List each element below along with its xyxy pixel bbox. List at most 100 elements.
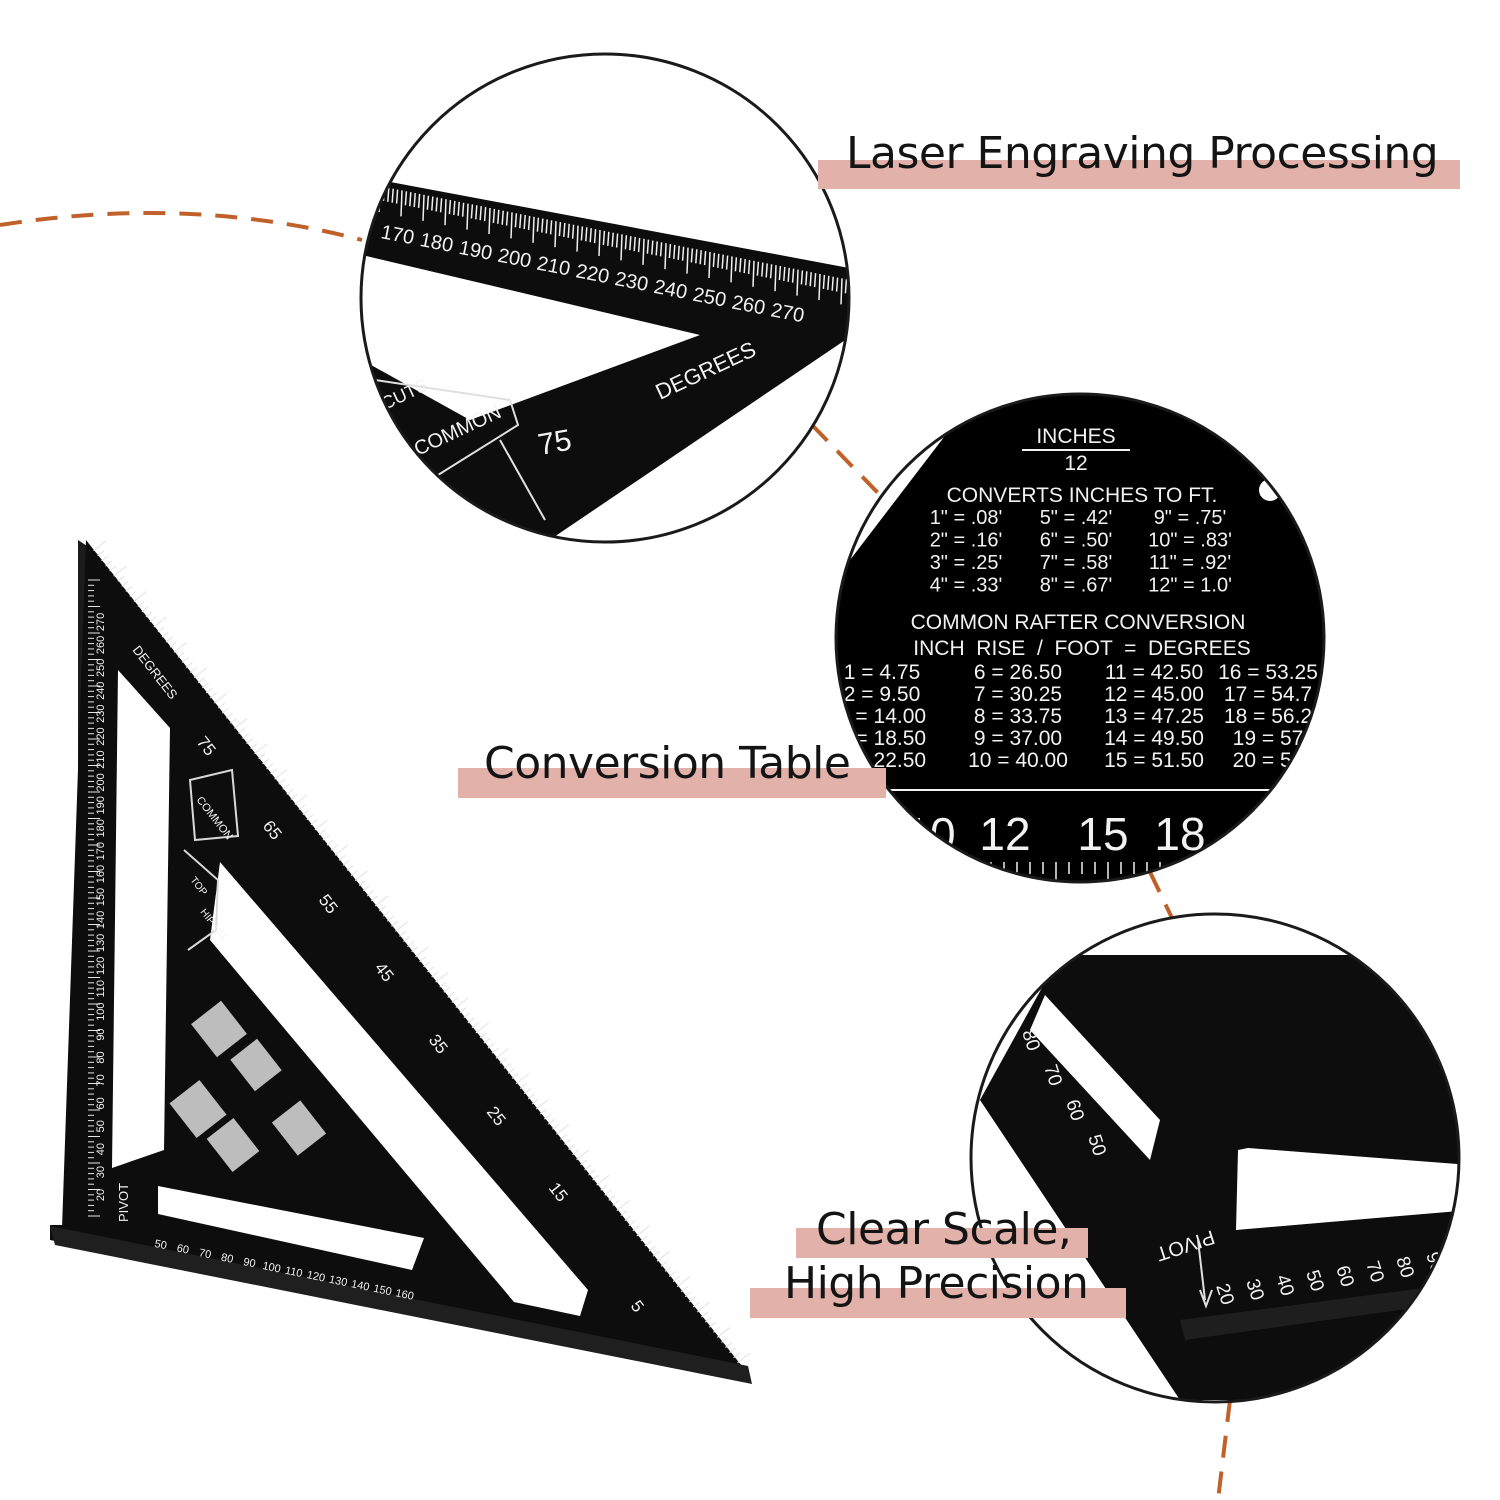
hypotenuse-tick: [523, 1088, 531, 1095]
hypotenuse-tick: [439, 981, 447, 988]
laser-tick: [523, 214, 526, 230]
hypotenuse-tick: [721, 1337, 729, 1343]
laser-tick: [730, 256, 733, 283]
base-tick-label: 110: [284, 1265, 304, 1280]
base-tick-label: 160: [394, 1287, 414, 1303]
laser-tick: [646, 239, 650, 254]
laser-tick: [422, 194, 425, 221]
side-tick-label: 40: [95, 1143, 107, 1155]
hypotenuse-tick: [552, 1123, 560, 1130]
base-tick-label: 120: [306, 1269, 326, 1285]
hypotenuse-tick: [668, 1271, 676, 1277]
hypotenuse-tick: [370, 895, 378, 902]
hypotenuse-tick: [576, 1149, 590, 1161]
rafter-conversion-cell: 6 = 26.50: [974, 661, 1062, 684]
hypotenuse-tick: [326, 839, 334, 846]
hypotenuse-tick: [294, 794, 308, 805]
side-tick-label: 170: [95, 842, 107, 860]
hypotenuse-tick: [145, 611, 153, 618]
laser-tick: [554, 221, 557, 248]
converts-title: CONVERTS INCHES TO FT.: [947, 484, 1218, 507]
hypotenuse-tick: [423, 961, 431, 968]
dashed-connector-curves: [0, 211, 1232, 1500]
hypotenuse-tick: [725, 1342, 733, 1349]
hypotenuse-tick: [242, 733, 250, 740]
laser-tick: [717, 253, 720, 268]
hypotenuse-tick: [121, 580, 129, 587]
square-base-lip: [50, 1226, 752, 1384]
laser-tick: [809, 272, 812, 287]
laser-tick: [585, 227, 588, 242]
hypotenuse-tick: [648, 1245, 656, 1252]
rafter-conversion-cell: 13 = 47.25: [1104, 705, 1204, 728]
hypotenuse-tick: [713, 1326, 721, 1333]
inch-conversion-cell: 8" = .67': [1040, 575, 1113, 597]
laser-tick: [840, 278, 843, 305]
zoom-circle-conversion: INCHES 12 CONVERTS INCHES TO FT. 1" = .0…: [834, 392, 1326, 884]
hypotenuse-tick: [181, 656, 189, 663]
laser-tick: [404, 191, 408, 206]
inch-conversion-cell: 7" = .58': [1040, 552, 1113, 574]
clear-scale-text: Clear Scale,: [816, 1204, 1072, 1255]
hypotenuse-tick: [362, 885, 370, 892]
hypotenuse-tick: [230, 717, 238, 724]
laser-tick: [844, 279, 848, 294]
hypotenuse-tick: [354, 870, 369, 882]
base-tick-label: 50: [153, 1238, 167, 1252]
hypotenuse-tick: [258, 753, 266, 760]
laser-tick: [453, 200, 456, 216]
hypotenuse-tick: [133, 591, 147, 602]
laser-tick: [686, 247, 689, 274]
base-tick-label: 130: [328, 1274, 348, 1290]
laser-tick: [721, 254, 724, 269]
hypotenuse-tick: [226, 712, 234, 719]
base-tick-label: 80: [220, 1252, 234, 1266]
laser-tick: [677, 245, 680, 260]
rafter-conversion-cell: 12 = 45.00: [1104, 683, 1204, 706]
laser-tick: [417, 193, 421, 208]
hypotenuse-tick: [97, 550, 105, 557]
hypotenuse-tick: [177, 651, 185, 658]
dashed-curve-lower: [1148, 871, 1174, 919]
rafter-scale-label: 15: [1077, 808, 1128, 860]
laser-tick: [580, 226, 584, 241]
hypotenuse-tick: [672, 1276, 680, 1283]
hypotenuse-tick: [101, 555, 109, 562]
hypotenuse-tick: [399, 931, 407, 937]
hypotenuse-tick: [201, 682, 209, 689]
inch-conversion-cell: 4" = .33': [930, 575, 1003, 597]
laser-tick: [695, 249, 698, 264]
hypotenuse-tick: [125, 585, 133, 592]
laser-tick: [747, 259, 751, 274]
laser-tick: [712, 252, 716, 267]
hypotenuse-tick: [624, 1215, 632, 1222]
hypotenuse-tick: [387, 915, 395, 922]
hypotenuse-tick: [250, 743, 258, 750]
hypotenuse-tick: [467, 1017, 475, 1024]
hypotenuse-tick: [254, 743, 268, 755]
hypotenuse-tick: [415, 946, 429, 958]
rafter-conversion-cell: 11 = 42.50: [1105, 661, 1203, 684]
hypotenuse-tick: [527, 1093, 535, 1100]
hypotenuse-tick: [302, 809, 310, 816]
laser-tick: [787, 267, 790, 282]
laser-tick: [703, 251, 707, 266]
laser-tick: [593, 229, 597, 244]
side-tick-label: 80: [95, 1051, 107, 1063]
cutout-base: [158, 1186, 424, 1270]
side-tick-label: 250: [95, 659, 107, 677]
hypotenuse-tick: [632, 1225, 640, 1232]
square-pivot-label: PIVOT: [116, 1183, 131, 1222]
dashed-curve-middle: [810, 423, 882, 497]
laser-tick: [668, 244, 672, 259]
base-tick-label: 140: [350, 1278, 370, 1294]
laser-tick: [783, 266, 786, 282]
hypotenuse-tick: [455, 997, 469, 1008]
hypotenuse-tick: [169, 641, 177, 648]
laser-tick: [633, 236, 636, 252]
hypotenuse-tick: [165, 636, 173, 643]
inch-conversion-cell: 5" = .42': [1040, 507, 1113, 529]
laser-tick: [545, 219, 548, 234]
laser-tick: [475, 205, 478, 220]
side-tick-label: 90: [95, 1028, 107, 1040]
